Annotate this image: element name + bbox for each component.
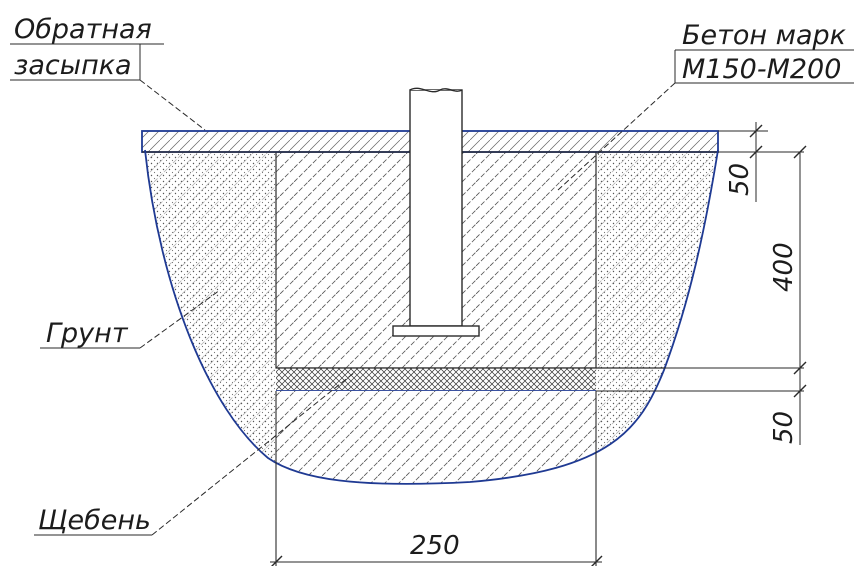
- lower-soil: [276, 391, 596, 484]
- leader-lines: [10, 43, 854, 536]
- dim-concrete-depth: 400: [769, 242, 799, 292]
- concrete-label-line2: М150-М200: [682, 54, 841, 85]
- post-base-plate: [392, 325, 480, 337]
- backfill-label-line2: засыпка: [14, 50, 132, 81]
- dim-width: 250: [410, 531, 460, 561]
- backfill-label-line1: Обратная: [14, 14, 152, 45]
- dimension-lines: [270, 122, 807, 566]
- soil-label: Грунт: [46, 318, 129, 349]
- gravel-label: Щебень: [38, 505, 151, 536]
- pit-outline: [144, 149, 719, 485]
- dim-top-backfill: 50: [725, 163, 755, 196]
- concrete-label-line1: Бетон марк: [682, 20, 847, 51]
- dim-gravel-layer: 50: [769, 411, 799, 444]
- steel-post: [409, 87, 463, 327]
